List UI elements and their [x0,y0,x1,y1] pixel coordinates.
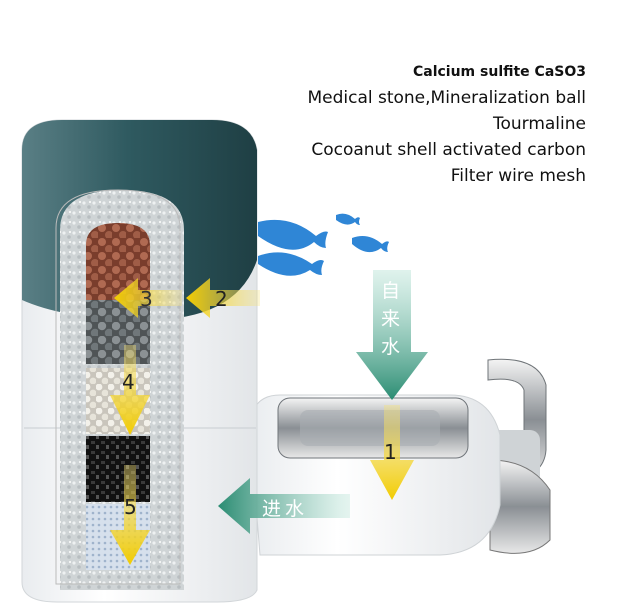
arrow-step-4 [110,345,150,435]
water-flow-arrows [218,270,428,534]
faucet-mount [470,358,551,554]
layer-medical-stone [86,300,150,364]
step-number-2: 2 [215,287,228,311]
label-tourmaline: Tourmaline [492,114,586,134]
arrow-step-5 [110,465,150,565]
label-medical-stone: Medical stone,Mineralization ball [307,88,586,108]
layer-activated-carbon [86,436,150,502]
label-activated-carbon: Cocoanut shell activated carbon [311,140,586,160]
arrow-step-1 [370,405,414,500]
tap-water-arrow [356,270,428,400]
tap-water-char-3: 水 [381,336,401,358]
step-number-4: 4 [122,370,135,394]
tap-water-char-2: 来 [381,308,401,330]
label-calcium-sulfite: Calcium sulfite CaSO3 [412,64,586,80]
water-inlet-label: 进水 [262,498,309,520]
step-number-3: 3 [140,287,153,311]
flow-arrows [110,278,414,565]
step-number-1: 1 [384,440,397,464]
arrow-step-3 [114,278,182,318]
fish-decoration [258,213,389,276]
arrow-step-2 [186,278,260,318]
layer-ceramic-balls [86,223,150,300]
water-inlet-arrow [218,478,350,534]
tap-water-char-1: 自 [381,280,401,302]
label-wire-mesh: Filter wire mesh [450,166,586,186]
step-number-5: 5 [124,495,137,519]
